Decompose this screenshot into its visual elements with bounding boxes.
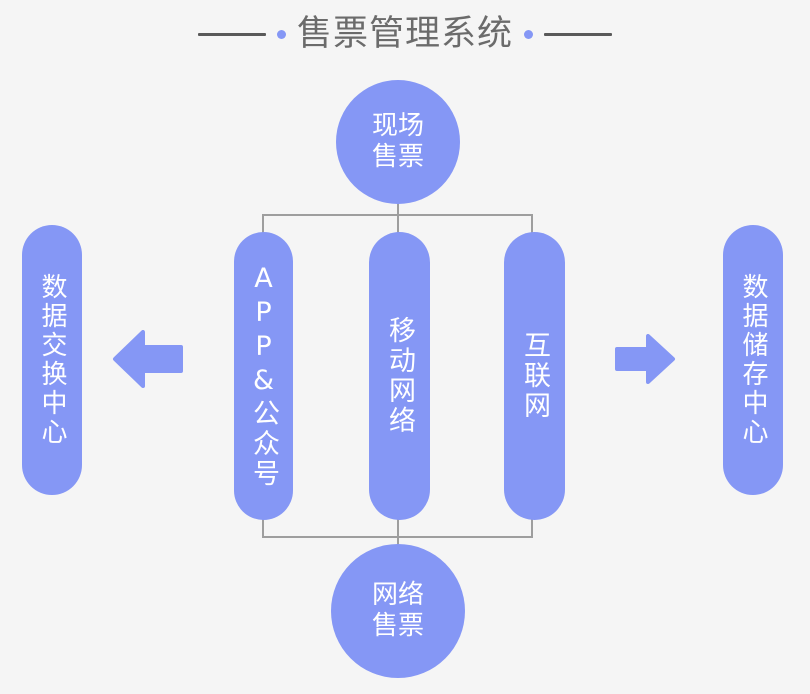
node-app-and-official-account[interactable]: APP&公众号 xyxy=(234,232,293,520)
connector-bottom-middle-drop xyxy=(397,514,399,538)
node-data-exchange-center[interactable]: 数据交换中心 xyxy=(22,225,82,495)
node-onsite-ticketing[interactable]: 现场售票 xyxy=(336,80,460,204)
node-data-storage-center[interactable]: 数据储存中心 xyxy=(723,225,783,495)
arrow-right-icon xyxy=(615,334,675,384)
node-app-and-official-account-label: APP&公众号 xyxy=(248,263,279,489)
title-right-dot-icon xyxy=(524,29,533,39)
arrow-left-icon xyxy=(113,330,183,388)
title-left-rule xyxy=(197,32,266,36)
node-data-exchange-center-label: 数据交换中心 xyxy=(37,273,67,447)
node-internet[interactable]: 互联网 xyxy=(504,232,565,520)
node-online-ticketing[interactable]: 网络售票 xyxy=(331,544,465,678)
node-internet-label: 互联网 xyxy=(519,331,550,421)
node-mobile-network[interactable]: 移动网络 xyxy=(369,232,430,520)
title-text: 售票管理系统 xyxy=(296,13,513,54)
connector-bracket-top xyxy=(262,214,533,238)
node-online-ticketing-label: 网络售票 xyxy=(371,580,424,641)
page-title: 售票管理系统 xyxy=(0,8,810,60)
title-left-dot-icon xyxy=(276,29,286,39)
node-onsite-ticketing-label: 现场售票 xyxy=(371,111,424,172)
connector-onsite-stem xyxy=(397,196,399,218)
node-data-storage-center-label: 数据储存中心 xyxy=(738,273,768,447)
node-mobile-network-label: 移动网络 xyxy=(384,316,415,436)
title-right-rule xyxy=(544,32,612,36)
connector-top-middle-drop xyxy=(397,216,399,240)
